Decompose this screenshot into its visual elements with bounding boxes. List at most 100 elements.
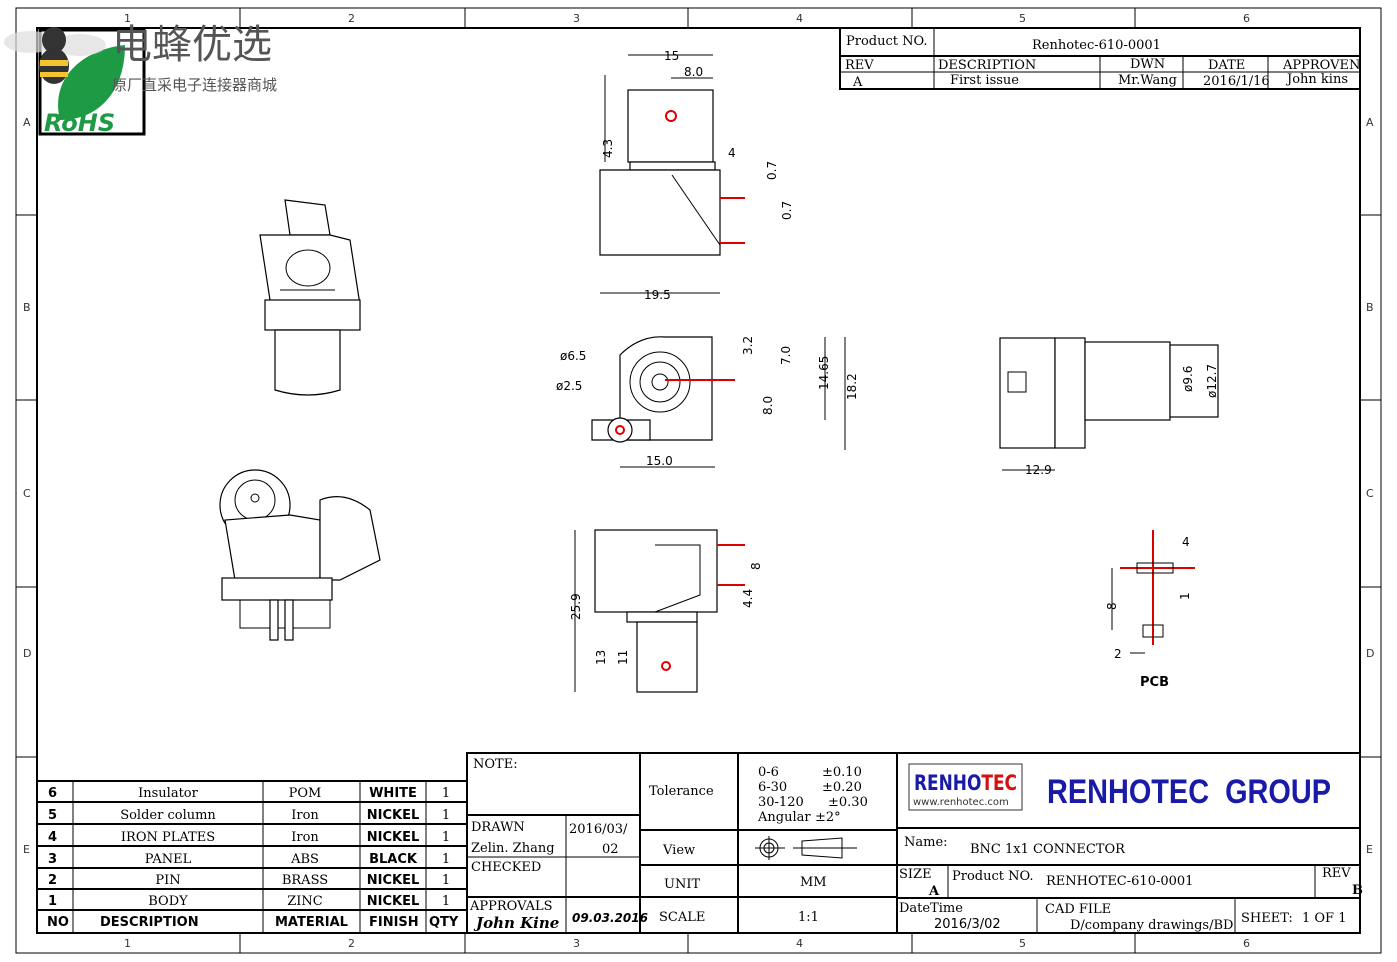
svg-text:NO: NO	[47, 915, 69, 930]
bom-cell-finish: BLACK	[369, 852, 418, 867]
part-name: BNC 1x1 CONNECTOR	[970, 842, 1126, 857]
svg-text:ø9.6: ø9.6	[1181, 366, 1195, 392]
company-name: RENHOTEC GROUP	[1047, 773, 1331, 811]
bom-cell-no: 4	[48, 830, 57, 845]
svg-text:QTY: QTY	[429, 915, 459, 930]
svg-text:19.5: 19.5	[644, 288, 671, 302]
svg-text:Mr.Wang: Mr.Wang	[1118, 73, 1177, 88]
svg-text:A: A	[852, 75, 863, 90]
svg-text:REV: REV	[1322, 866, 1351, 881]
svg-text:DATE: DATE	[1208, 58, 1245, 73]
bom-cell-no: 1	[48, 894, 57, 909]
pcb-layout: 4 8 1 2 PCB	[1105, 530, 1195, 690]
svg-text:2016/03/: 2016/03/	[569, 822, 628, 837]
bom-cell-finish: NICKEL	[367, 894, 420, 909]
svg-text:7.0: 7.0	[779, 346, 793, 365]
svg-text:DRAWN: DRAWN	[471, 820, 525, 835]
bom-cell-no: 3	[48, 852, 57, 867]
svg-text:B: B	[1352, 883, 1363, 898]
tolerance-block: Tolerance 0-6 ±0.10 6-30 ±0.20 30-120 ±0…	[639, 752, 898, 934]
front-view: ø6.5 ø2.5 3.2 7.0 8.0 14.65 18.2 15.0	[556, 336, 859, 468]
zone-col-4: 4	[796, 12, 803, 25]
revision-table: Product NO. Renhotec-610-0001 REV DESCRI…	[839, 27, 1361, 90]
bom-cell-no: 6	[48, 786, 57, 801]
svg-text:0.7: 0.7	[765, 161, 779, 180]
svg-text:2016/1/16: 2016/1/16	[1203, 74, 1270, 89]
bom-cell-material: BRASS	[282, 873, 328, 888]
svg-text:15.0: 15.0	[646, 454, 673, 468]
zone-col-6-bottom: 6	[1243, 937, 1250, 950]
svg-text:MATERIAL: MATERIAL	[275, 915, 348, 930]
svg-text:ø6.5: ø6.5	[560, 349, 586, 363]
svg-text:4: 4	[728, 146, 736, 160]
bom-cell-qty: 1	[442, 852, 450, 867]
zone-col-2: 2	[348, 12, 355, 25]
svg-text:±0.30: ±0.30	[828, 795, 868, 810]
bom-cell-material: ZINC	[287, 894, 323, 909]
svg-text:4.3: 4.3	[601, 139, 615, 158]
bom-cell-description: PANEL	[145, 852, 192, 867]
bom-cell-description: Solder column	[120, 808, 216, 823]
pcb-label: PCB	[1140, 675, 1169, 690]
svg-text:18.2: 18.2	[845, 373, 859, 400]
zone-labels: 1 2 3 4 5 6 1 2 3 4 5 6 A B C D E A B C …	[23, 12, 1374, 950]
zone-col-3-bottom: 3	[573, 937, 580, 950]
bom-row: 3 PANEL ABS BLACK 1	[48, 852, 450, 867]
bom-cell-material: Iron	[291, 830, 319, 845]
svg-text:First issue: First issue	[950, 73, 1019, 88]
zone-row-c-right: C	[1366, 487, 1374, 500]
zone-col-4-bottom: 4	[796, 937, 803, 950]
zone-row-c: C	[23, 487, 31, 500]
bom-cell-description: BODY	[148, 894, 188, 909]
zone-row-a: A	[23, 116, 31, 129]
bom-cell-finish: WHITE	[369, 786, 417, 801]
zone-col-3: 3	[573, 12, 580, 25]
bom-header: NO DESCRIPTION MATERIAL FINISH QTY	[47, 915, 459, 930]
svg-text:02: 02	[602, 842, 619, 857]
svg-text:REV: REV	[845, 58, 874, 73]
svg-text:8.0: 8.0	[684, 65, 703, 79]
svg-text:A: A	[928, 884, 940, 899]
zone-row-b-right: B	[1366, 301, 1374, 314]
outer-border	[15, 7, 1382, 954]
svg-text:CHECKED: CHECKED	[471, 860, 541, 875]
svg-text:FINISH: FINISH	[369, 915, 419, 930]
svg-text:Angular: Angular	[757, 810, 811, 825]
svg-text:D/company drawings/BD: D/company drawings/BD	[1070, 918, 1233, 933]
svg-text:0-6: 0-6	[758, 765, 779, 780]
svg-text:25.9: 25.9	[569, 593, 583, 620]
approval-signature: John Kine	[473, 914, 559, 932]
bom-cell-material: Iron	[291, 808, 319, 823]
svg-text:Name:: Name:	[904, 835, 948, 850]
bom-table	[36, 780, 468, 934]
svg-text:±2°: ±2°	[815, 810, 841, 825]
svg-text:4: 4	[1182, 535, 1190, 549]
svg-text:1:1: 1:1	[798, 910, 819, 925]
svg-text:APPROVEN: APPROVEN	[1282, 58, 1360, 73]
isometric-view-top	[259, 199, 361, 396]
svg-text:DESCRIPTION: DESCRIPTION	[938, 58, 1036, 73]
zone-col-6: 6	[1243, 12, 1250, 25]
svg-text:www.renhotec.com: www.renhotec.com	[913, 797, 1009, 808]
zone-col-5-bottom: 5	[1019, 937, 1026, 950]
svg-text:John kins: John kins	[1285, 72, 1348, 87]
svg-text:6-30: 6-30	[758, 780, 787, 795]
product-number: RENHOTEC-610-0001	[1046, 874, 1193, 889]
projection-symbol-icon	[755, 836, 857, 860]
bom-cell-qty: 1	[442, 873, 450, 888]
notes-block: NOTE: DRAWN Zelin. Zhang 2016/03/ 02 CHE…	[466, 752, 648, 934]
svg-text:4.4: 4.4	[741, 589, 755, 608]
svg-text:30-120: 30-120	[758, 795, 804, 810]
bom-cell-material: ABS	[290, 852, 319, 867]
svg-text:Product NO.: Product NO.	[846, 34, 928, 49]
bom-cell-no: 2	[48, 873, 57, 888]
svg-text:UNIT: UNIT	[664, 877, 700, 892]
bee-logo-icon	[4, 27, 106, 84]
zone-col-1-bottom: 1	[124, 937, 131, 950]
zone-row-b: B	[23, 301, 31, 314]
bom-cell-description: Insulator	[138, 786, 199, 801]
